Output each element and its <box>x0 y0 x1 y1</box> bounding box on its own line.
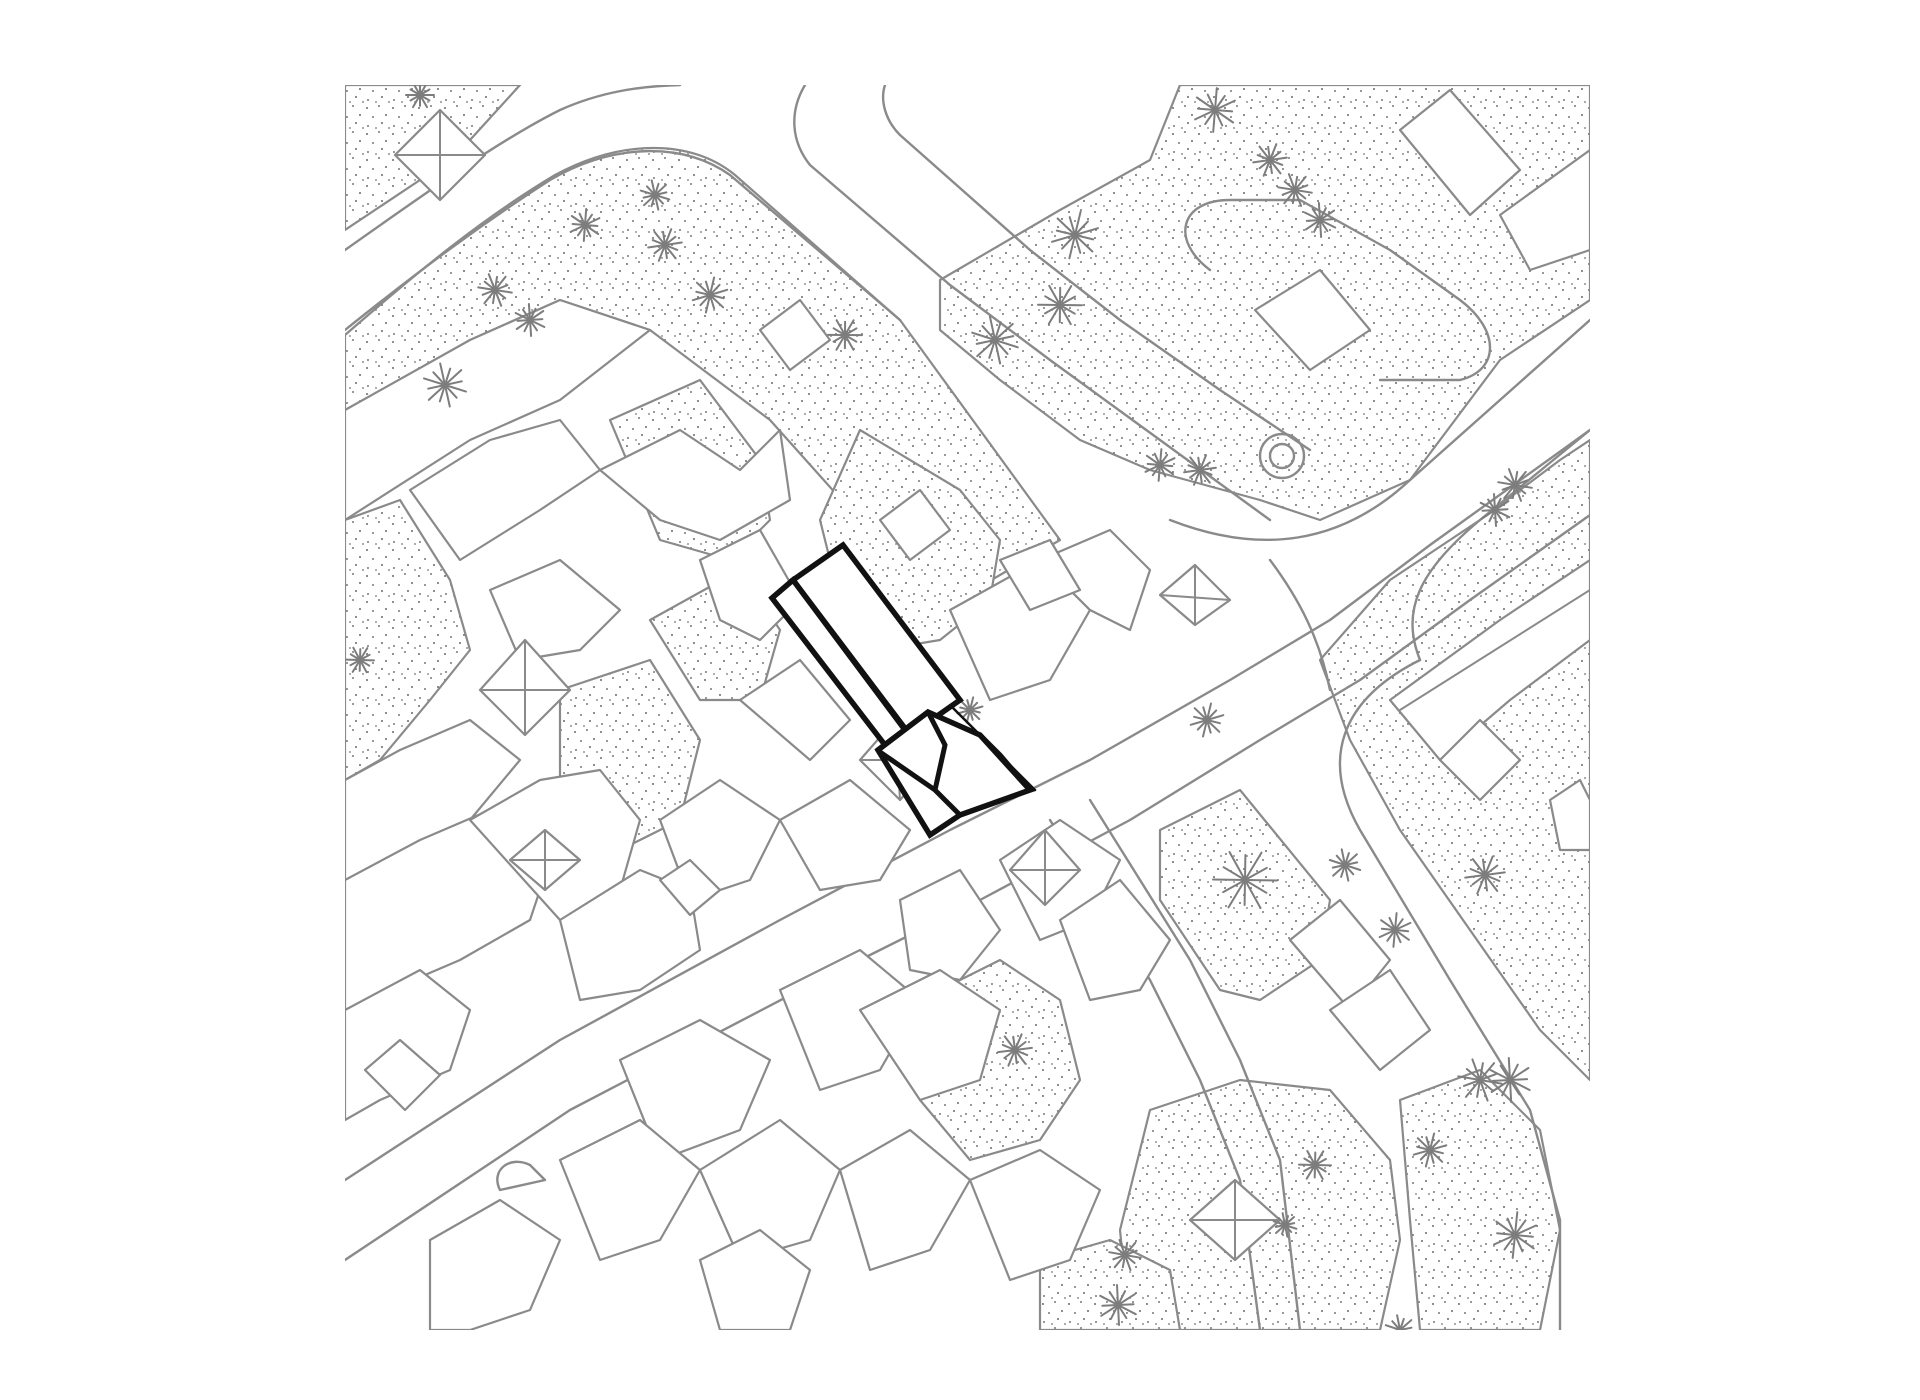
tree-icon <box>1051 210 1099 260</box>
tree-icon <box>1037 284 1083 326</box>
pavilion-mid-b <box>658 858 722 917</box>
side-street-south-2 <box>1088 798 1302 1330</box>
building-topright-2 <box>1253 268 1372 372</box>
block-south-11 <box>428 1198 562 1330</box>
subject-building <box>768 541 1037 839</box>
tree-icon <box>1183 454 1217 486</box>
block-west-1 <box>345 298 652 522</box>
main-street-north-edge <box>345 428 1590 1182</box>
block-southeast-2 <box>1328 968 1432 1072</box>
tree-icon <box>1384 1314 1413 1330</box>
block-west-3 <box>598 428 792 542</box>
subject-building-roof <box>874 708 1035 839</box>
tree-icon <box>1457 1058 1503 1102</box>
avenue-north-edge <box>345 149 902 332</box>
building-north-a <box>758 298 832 372</box>
block-south-8 <box>838 1128 972 1272</box>
block-mid-1 <box>698 528 802 642</box>
tree-icon <box>1252 143 1288 177</box>
building-east-small <box>1548 778 1590 852</box>
avenue-north-west-edge <box>345 85 682 252</box>
kiosk-shape <box>496 1160 547 1192</box>
tree-icon <box>405 85 435 109</box>
tree-icon <box>1378 912 1412 948</box>
tree-icon <box>1108 1239 1142 1271</box>
tree-icon <box>647 228 683 262</box>
tree-icon <box>1194 87 1236 133</box>
east-curve-edge-2 <box>1268 558 1332 692</box>
tree-icon <box>1212 851 1278 909</box>
block-south-10 <box>968 1148 1102 1282</box>
tree-icon <box>1099 1284 1137 1326</box>
buildings <box>345 88 1590 1330</box>
tree-icon <box>1272 1212 1298 1238</box>
tree-icon <box>1479 493 1511 527</box>
tree-icon <box>345 646 375 674</box>
tree-icon <box>423 362 467 408</box>
curve-road-west-edge <box>793 85 1272 522</box>
roundabout <box>1258 432 1306 480</box>
building-north-c <box>998 538 1082 612</box>
block-south-12 <box>698 1228 812 1330</box>
trees <box>345 85 1537 1330</box>
tree-icon <box>514 303 546 337</box>
block-west-4 <box>488 558 622 662</box>
east-road-east-edge <box>1411 428 1590 662</box>
block-southeast-1 <box>1288 898 1392 1012</box>
tree-icon <box>827 319 863 351</box>
tree-icon <box>639 179 671 211</box>
tree-icon <box>477 273 513 307</box>
tree-icon <box>1144 448 1176 482</box>
tree-icon <box>1497 468 1533 502</box>
block-south-3 <box>898 868 1002 982</box>
map-frame <box>345 85 1590 1330</box>
tree-icon <box>1298 1150 1332 1180</box>
tree-icon <box>569 208 601 242</box>
cul-de-sac <box>1184 198 1492 382</box>
pavilion-east <box>1438 718 1522 802</box>
block-mid-4 <box>778 778 912 892</box>
block-west-8 <box>558 868 702 1002</box>
tree-icon <box>1328 848 1362 882</box>
block-mid-2 <box>738 658 852 762</box>
building-topright-3 <box>1498 148 1590 272</box>
building-north-b <box>878 488 952 562</box>
pavilion-west-c <box>363 1038 442 1112</box>
block-south-6 <box>558 1118 702 1262</box>
green-bottom-mid <box>1038 1238 1182 1330</box>
block-center-2 <box>1038 528 1152 632</box>
east-road-west-edge <box>1338 658 1562 1330</box>
block-south-2 <box>1058 878 1172 1002</box>
tree-icon <box>1464 855 1506 895</box>
tree-icon <box>691 276 729 314</box>
tree-icon <box>1277 173 1313 207</box>
tree-icon <box>1189 702 1225 738</box>
tree-icon <box>971 315 1019 365</box>
tree-icon <box>1493 1211 1537 1259</box>
block-south-9 <box>858 968 1002 1102</box>
green-bottomright <box>1398 1068 1562 1330</box>
curve-road-east-edge <box>881 85 1312 452</box>
tree-icon <box>1489 1057 1531 1103</box>
tree-icon <box>1303 202 1337 238</box>
building-topright-1 <box>1398 88 1522 217</box>
tree-icon <box>956 696 984 724</box>
tree-icon <box>997 1033 1033 1067</box>
east-curve-edge <box>1168 318 1590 542</box>
tree-icon <box>1412 1132 1448 1168</box>
